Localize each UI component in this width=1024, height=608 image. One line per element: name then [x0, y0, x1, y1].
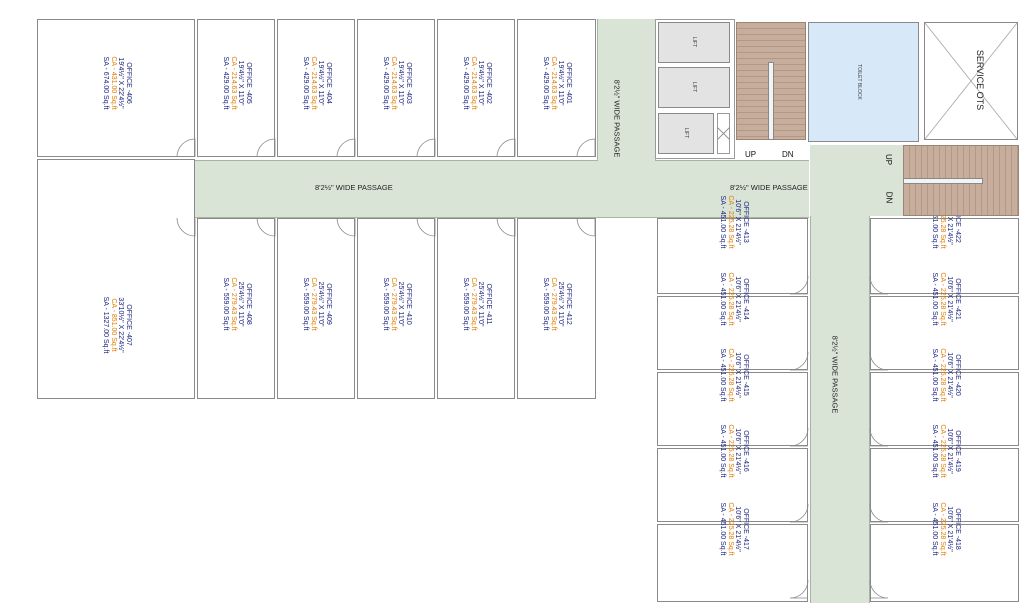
office-404: OFFICE -404 19'4½" X 11'0" CA - 214.63 S…: [277, 19, 355, 157]
toilet-block: TOILET BLOCK: [808, 22, 919, 142]
office-421: OFFICE -421 10'6" X 21'4½" CA - 225.28 S…: [870, 272, 1019, 370]
stair-up-label-right: UP: [884, 153, 894, 166]
lift-3: LIFT: [658, 113, 714, 154]
passage-landing-right: [810, 145, 905, 216]
office-419: OFFICE -419 10'6" X 21'4½" CA - 225.28 S…: [870, 424, 1019, 522]
lift-1: LIFT: [658, 22, 730, 63]
passage-label-vertical-right: 8'2½" WIDE PASSAGE: [830, 335, 840, 414]
office-406: OFFICE -406 19'4½" X 22'4½" CA - 431.00 …: [37, 19, 195, 157]
service-ots: SERVICE OTS: [924, 22, 1018, 140]
service-ots-label: SERVICE OTS: [975, 49, 986, 111]
passage-vertical-top: [597, 19, 656, 161]
office-415: OFFICE -415 10'6" X 21'4½" CA - 225.28 S…: [657, 348, 808, 446]
passage-vertical-right: [810, 145, 870, 603]
office-405: OFFICE -405 19'4½" X 11'0" CA - 214.63 S…: [197, 19, 275, 157]
office-409: OFFICE -409 25'4½" X 11'0" CA - 279.43 S…: [277, 218, 355, 399]
passage-label-vertical-top: 8'2½" WIDE PASSAGE: [612, 79, 622, 158]
lift-duct: [717, 113, 730, 154]
office-418: OFFICE -418 10'6" X 21'4½" CA - 225.28 S…: [870, 502, 1019, 602]
office-411: OFFICE -411 25'4½" X 11'0" CA - 279.43 S…: [437, 218, 515, 399]
office-420: OFFICE -420 10'6" X 21'4½" CA - 225.28 S…: [870, 348, 1019, 446]
passage-label-left: 8'2½" WIDE PASSAGE: [315, 183, 393, 192]
stair-dn-label-top: DN: [782, 150, 794, 159]
toilet-block-label: TOILET BLOCK: [855, 64, 862, 100]
office-417: OFFICE -417 10'6" X 21'4½" CA - 225.28 S…: [657, 502, 808, 602]
office-403: OFFICE -403 19'4½" X 11'0" CA - 214.63 S…: [357, 19, 435, 157]
office-412: OFFICE -412 25'4½" X 11'0" CA - 279.43 S…: [517, 218, 596, 399]
staircase-right-handrail: [903, 178, 983, 184]
office-413: OFFICE -413 10'6" X 21'4½" CA - 225.28 S…: [657, 195, 808, 294]
lift-2: LIFT: [658, 67, 730, 108]
office-414: OFFICE -414 10'6" X 21'4½" CA - 225.28 S…: [657, 272, 808, 370]
office-416: OFFICE -416 10'6" X 21'4½" CA - 225.28 S…: [657, 424, 808, 522]
office-402: OFFICE -402 19'4½" X 11'0" CA - 214.63 S…: [437, 19, 515, 157]
staircase-top-handrail: [768, 62, 774, 140]
office-410: OFFICE -410 25'4½" X 11'0" CA - 279.43 S…: [357, 218, 435, 399]
passage-horizontal: [117, 160, 809, 218]
office-408: OFFICE -408 25'4½" X 11'0" CA - 279.43 S…: [197, 218, 275, 399]
stair-up-label-top: UP: [745, 150, 757, 159]
office-407: OFFICE -407 33'10½" X 22'4½" CA - 851.00…: [37, 159, 195, 399]
passage-label-right: 8'2½" WIDE PASSAGE: [730, 183, 808, 192]
office-401: OFFICE -401 19'4½" X 11'0" CA - 214.63 S…: [517, 19, 596, 157]
stair-dn-label-right: DN: [884, 191, 894, 204]
lift-3-label: LIFT: [683, 127, 690, 139]
office-422: OFFICE -422 10'6" X 21'4½" CA - 225.28 S…: [870, 195, 1019, 294]
lift-1-label: LIFT: [691, 36, 698, 48]
lift-2-label: LIFT: [691, 81, 698, 93]
